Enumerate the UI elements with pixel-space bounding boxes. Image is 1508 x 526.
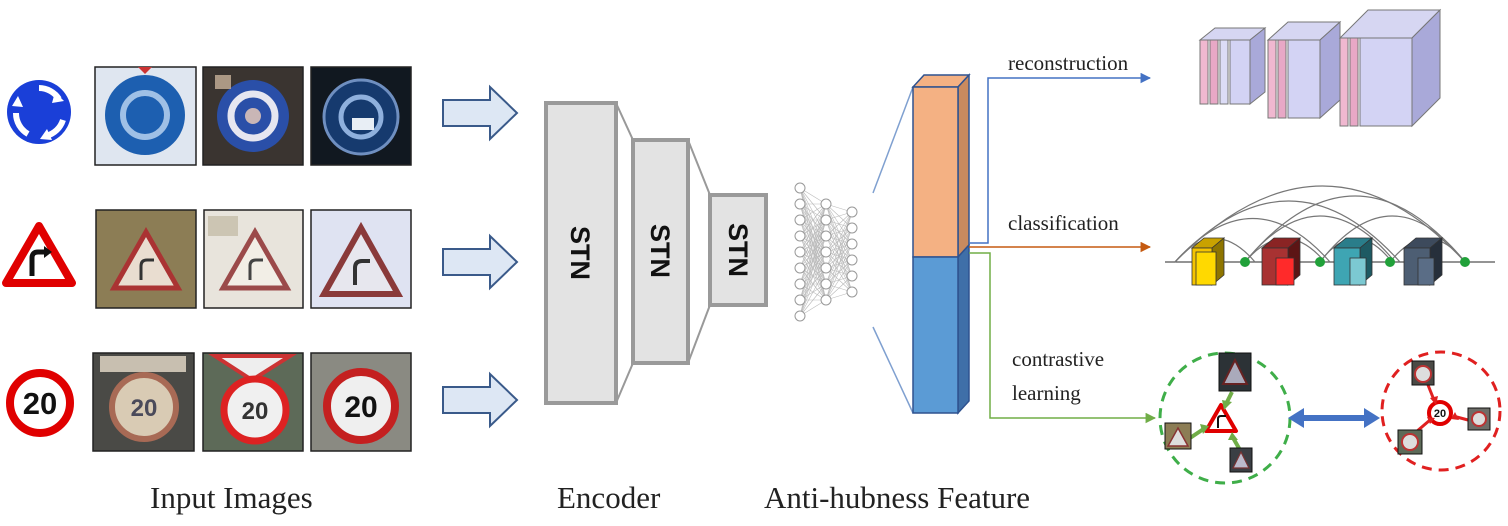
speed-photo-3-value: 20 [344, 391, 377, 424]
classification-label: classification [1008, 211, 1119, 235]
input-arrow-2 [442, 233, 519, 291]
feature-top-part [912, 86, 959, 258]
speed-limit-value: 20 [23, 386, 57, 421]
anti-hubness-feature-vector [872, 73, 971, 415]
stn-label-1: STN [565, 226, 595, 280]
anchor-speed-value: 20 [1434, 408, 1446, 420]
speed-photo-2: 20 [202, 352, 304, 452]
speed-photo-2-value: 20 [242, 398, 269, 425]
curve-warning-sign-icon [2, 222, 76, 287]
reconstruction-label: reconstruction [1008, 51, 1129, 75]
input-images-caption: Input Images [150, 480, 313, 515]
roundabout-photo-2 [202, 66, 304, 166]
input-arrow-1 [442, 84, 519, 142]
encoder-caption: Encoder [557, 480, 661, 515]
stn-block-1: STN [544, 101, 618, 405]
input-arrow-3 [442, 371, 519, 429]
feature-caption: Anti-hubness Feature [764, 480, 1031, 515]
neural-network-icon [794, 182, 858, 322]
roundabout-photo-1 [94, 66, 197, 166]
curve-photo-2 [203, 209, 304, 309]
reconstruction-arrow [969, 72, 1152, 244]
feature-bottom-part [912, 256, 959, 414]
contrastive-label-line1: contrastive [1012, 347, 1104, 371]
classifier-network-icon [1165, 185, 1495, 286]
speed-limit-sign-icon: 20 [6, 369, 74, 437]
curve-photo-3 [310, 209, 412, 309]
contrastive-label-line2: learning [1012, 381, 1081, 405]
speed-photo-3: 20 [310, 352, 412, 452]
encoder: STN STN STN [544, 101, 768, 405]
curve-photo-1 [95, 209, 197, 309]
roundabout-sign-icon [7, 80, 71, 144]
stn-label-2: STN [645, 224, 675, 278]
contrastive-arrow [969, 252, 1157, 424]
positive-cluster [1158, 351, 1292, 485]
decoder-blocks-icon [1198, 8, 1442, 128]
stn-block-2: STN [631, 138, 690, 365]
roundabout-photo-3 [310, 66, 412, 166]
negative-cluster: 20 [1380, 350, 1502, 472]
anchor-curve-sign-icon [1204, 403, 1238, 433]
stn-block-3: STN [708, 193, 768, 307]
stn-label-3: STN [723, 223, 753, 277]
compare-double-arrow [1288, 408, 1380, 428]
speed-photo-1-value: 20 [131, 395, 158, 422]
speed-photo-1: 20 [92, 352, 195, 452]
